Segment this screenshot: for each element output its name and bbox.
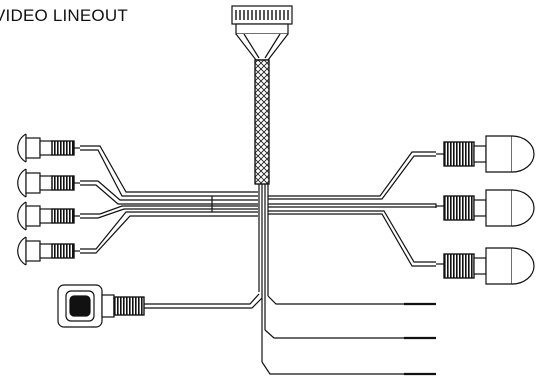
right-cable-bundle [268,151,437,267]
rca-plug-left-4 [17,236,80,266]
rca-plug-left-2 [17,168,80,198]
rca-jack-right-2 [436,189,535,227]
braided-sleeve [254,59,270,185]
rca-plug-left-1 [17,133,80,163]
rca-plug-left-3 [17,201,80,231]
rca-jack-right-3 [436,247,535,285]
wire-tips [404,302,436,376]
rca-jack-right-1 [436,135,535,173]
din-connector [57,284,263,328]
bare-wires [261,295,404,375]
left-cable-bundle [80,145,258,254]
trunk-wires [258,184,269,362]
diagram-title: VIDEO LINEOUT [0,6,128,25]
main-connector [231,5,293,61]
